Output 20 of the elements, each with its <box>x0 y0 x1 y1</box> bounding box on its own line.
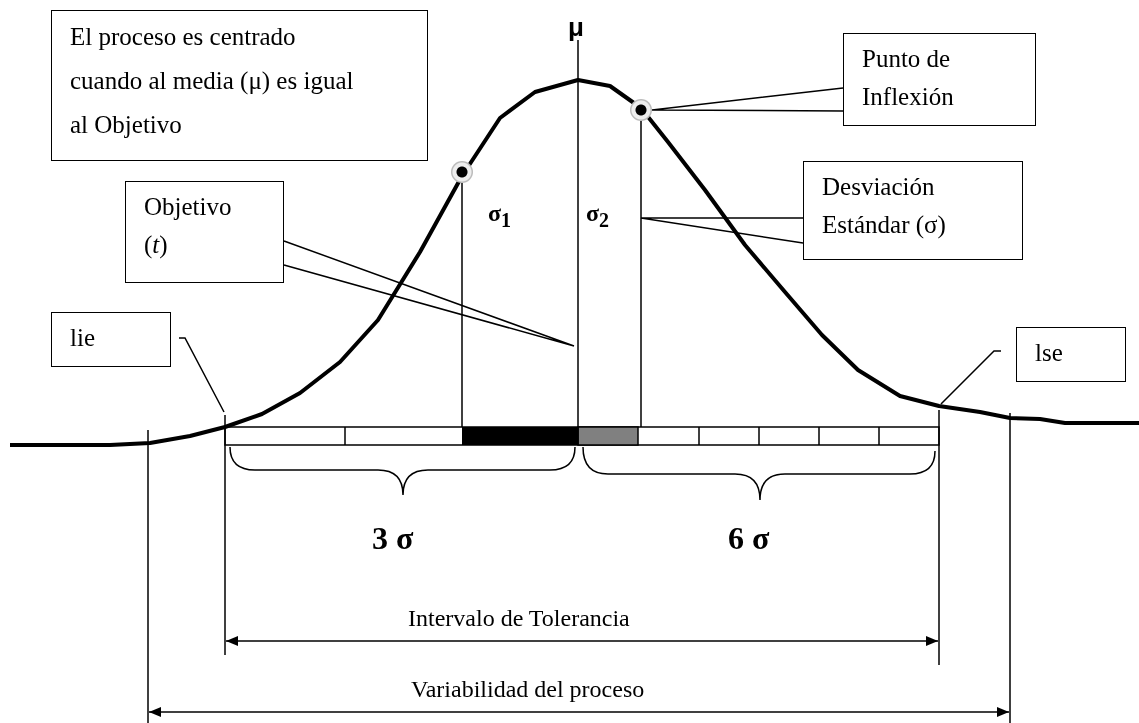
inflection-point-marker <box>630 99 652 121</box>
inflection-point-marker <box>451 161 473 183</box>
callout-box: El proceso es centrado cuando al media (μ) es igual al Objetivo <box>51 10 428 161</box>
leader-line <box>178 337 225 413</box>
callout-box: lie <box>51 312 171 367</box>
callout-box: lse <box>1016 327 1126 382</box>
callout-box: Desviación Estándar (σ) <box>803 161 1023 260</box>
leader-line <box>651 87 844 112</box>
dimension-label: Variabilidad del proceso <box>411 676 645 703</box>
range-label: 3 σ <box>372 520 414 557</box>
callout-box: Punto de Inflexión <box>843 33 1036 126</box>
sigma-label: σ$_{1}$ <box>488 200 512 232</box>
sigma-label: σ$_{2}$ <box>586 200 610 232</box>
dimension-label: Intervalo de Tolerancia <box>408 605 630 632</box>
range-label: 6 σ <box>728 520 770 557</box>
leader-line <box>940 350 1002 405</box>
leader-line <box>640 217 804 244</box>
leader-line <box>283 240 575 347</box>
mean-symbol: μ <box>568 12 584 43</box>
callout-box: Objetivo (t) <box>125 181 284 283</box>
